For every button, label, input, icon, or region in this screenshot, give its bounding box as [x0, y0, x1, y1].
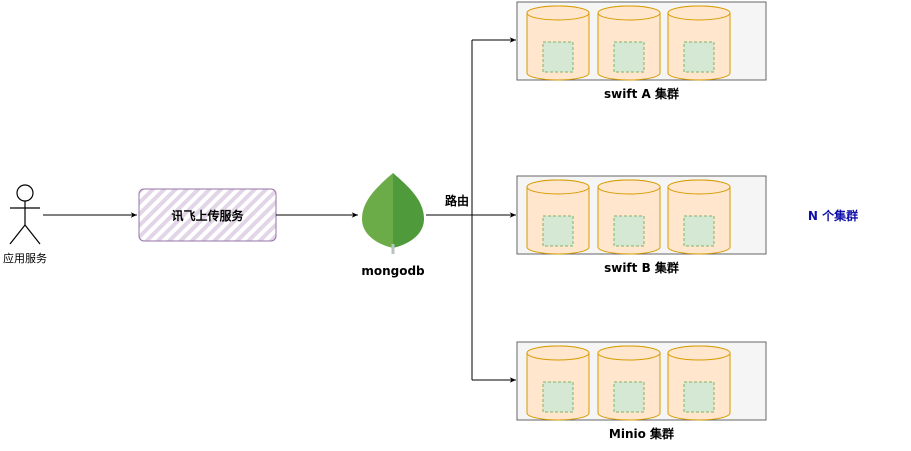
- router-connectors: [426, 37, 516, 383]
- storage-block: [542, 215, 574, 247]
- cluster-group[interactable]: Minio 集群: [516, 341, 767, 441]
- upload-service-box[interactable]: 讯飞上传服务: [138, 188, 277, 242]
- mongodb-node[interactable]: mongodb: [361, 173, 425, 278]
- mongodb-label: mongodb: [361, 264, 425, 278]
- database-cylinder-icon: [667, 179, 731, 255]
- storage-block: [683, 41, 715, 73]
- database-cylinder-icon: [597, 179, 661, 255]
- database-cylinder-icon: [597, 345, 661, 421]
- app-service-actor: 应用服务: [3, 184, 47, 265]
- database-cylinder-icon: [526, 5, 590, 81]
- database-cylinder-icon: [667, 345, 731, 421]
- storage-block: [613, 41, 645, 73]
- cluster-label: swift B 集群: [604, 260, 679, 275]
- app-service-label: 应用服务: [3, 251, 47, 265]
- router-label: 路由: [445, 193, 469, 208]
- storage-block: [683, 215, 715, 247]
- cluster-group[interactable]: swift A 集群: [516, 1, 767, 101]
- database-cylinder-icon: [667, 5, 731, 81]
- user-actor-icon: [9, 184, 41, 245]
- database-cylinder-icon: [526, 179, 590, 255]
- cluster-group[interactable]: swift B 集群: [516, 175, 767, 275]
- storage-block: [542, 41, 574, 73]
- cluster-label: Minio 集群: [609, 426, 674, 441]
- upload-service-label: 讯飞上传服务: [171, 208, 244, 223]
- n-clusters-label: N 个集群: [808, 208, 858, 223]
- database-cylinder-icon: [526, 345, 590, 421]
- clusters-layer: swift A 集群 swift B 集群 Minio 集群: [516, 1, 767, 441]
- storage-block: [613, 381, 645, 413]
- database-cylinder-icon: [597, 5, 661, 81]
- mongodb-leaf-icon: [362, 173, 424, 254]
- storage-block: [613, 215, 645, 247]
- storage-block: [683, 381, 715, 413]
- cluster-label: swift A 集群: [604, 86, 679, 101]
- storage-block: [542, 381, 574, 413]
